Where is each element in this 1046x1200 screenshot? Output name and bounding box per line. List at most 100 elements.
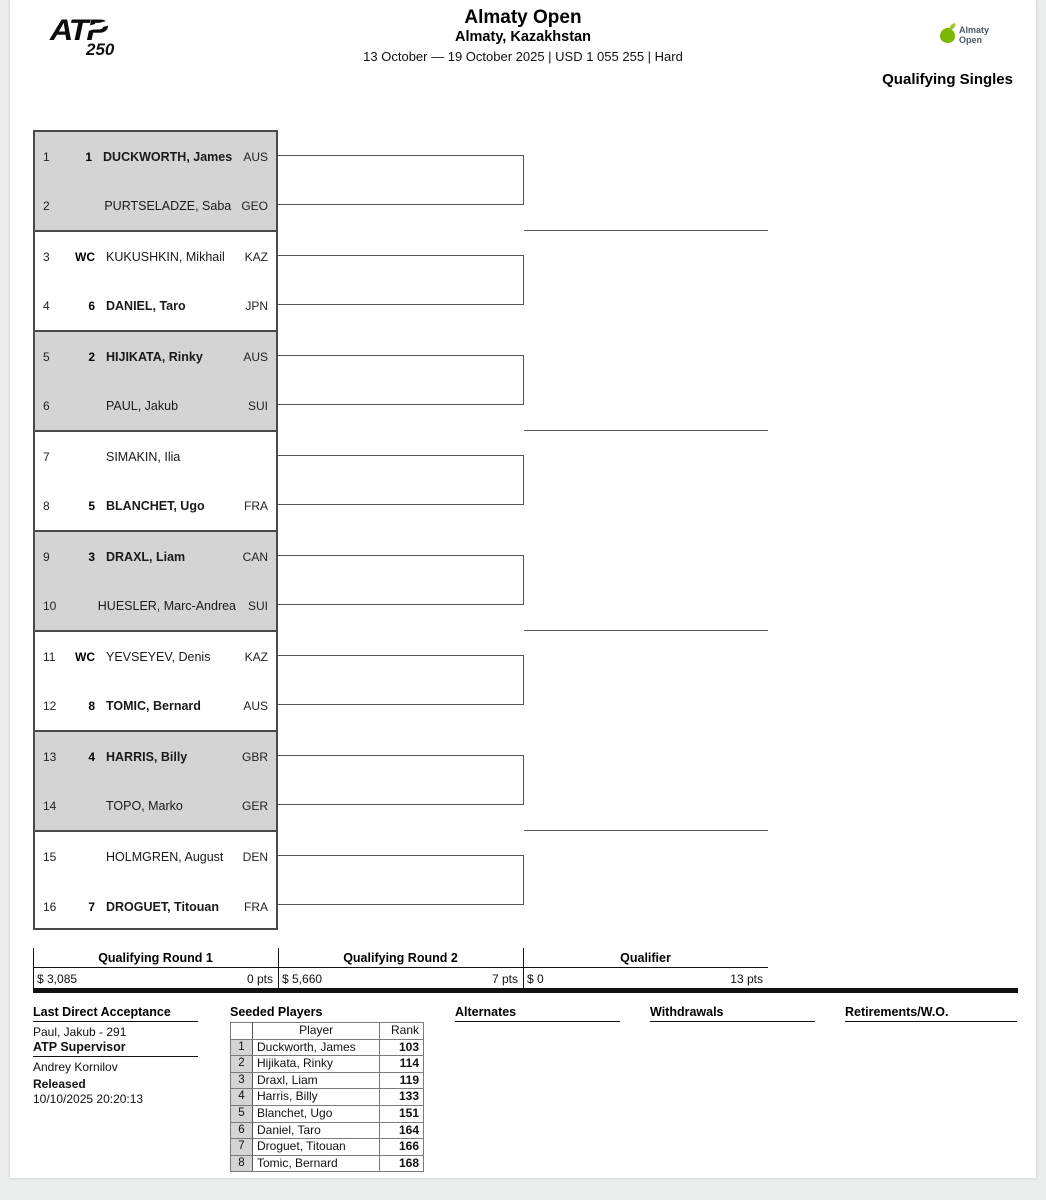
draw-row-country: FRA: [244, 499, 268, 513]
last-direct-acceptance-section: Last Direct Acceptance Paul, Jakub - 291…: [33, 1005, 198, 1106]
draw-row-player-name[interactable]: YEVSEYEV, Denis: [106, 650, 211, 664]
r1-bracket-connector: [278, 455, 524, 505]
draw-row-country: KAZ: [244, 250, 268, 264]
draw-row-country: KAZ: [244, 650, 268, 664]
draw-row-player-name[interactable]: DUCKWORTH, James: [103, 150, 233, 164]
round-column-divider: [278, 948, 279, 988]
seed-rank: 133: [379, 1088, 424, 1106]
draw-row-position: 16: [43, 900, 57, 914]
draw-row-player-name[interactable]: SIMAKIN, Ilia: [106, 450, 181, 464]
round-column-divider: [33, 948, 34, 988]
draw-row-player-name[interactable]: HIJIKATA, Rinky: [106, 350, 203, 364]
round-bar-rule: [33, 967, 768, 968]
tournament-location: Almaty, Kazakhstan: [455, 29, 591, 45]
round-title: Qualifier: [620, 951, 671, 965]
almaty-open-logo-text: Almaty Open: [959, 25, 989, 45]
draw-row-player-name[interactable]: BLANCHET, Ugo: [106, 499, 205, 513]
lda-heading: Last Direct Acceptance: [33, 1005, 198, 1022]
seed-rank: 114: [379, 1055, 424, 1073]
draw-row-country: GBR: [241, 750, 268, 764]
supervisor-name: Andrey Kornilov: [33, 1060, 118, 1074]
draw-row-seed: 2: [88, 350, 95, 364]
draw-row-player-name[interactable]: DROGUET, Titouan: [106, 900, 219, 914]
r2-bracket-line: [524, 830, 768, 831]
retirements-section: Retirements/W.O.: [845, 1005, 1017, 1022]
retirements-heading: Retirements/W.O.: [845, 1005, 1017, 1022]
draw-row-seed: 8: [88, 699, 95, 713]
round-title: Qualifying Round 1: [98, 951, 213, 965]
round-prize-money: $ 3,085: [37, 972, 78, 986]
draw-row-player-name[interactable]: DANIEL, Taro: [106, 299, 186, 313]
draw-row-player-name[interactable]: KUKUSHKIN, Mikhail: [106, 250, 225, 264]
r1-bracket-connector: [278, 655, 524, 705]
tournament-details: 13 October — 19 October 2025 | USD 1 055…: [363, 49, 683, 64]
r1-bracket-connector: [278, 255, 524, 305]
draw-row-player-name[interactable]: TOPO, Marko: [106, 799, 183, 813]
seed-rank: 164: [379, 1121, 424, 1140]
draw-row-player-name[interactable]: PURTSELADZE, Saba: [104, 199, 232, 213]
logo-line-2: Open: [959, 35, 983, 45]
draw-row-position: 2: [43, 199, 50, 213]
round-title: Qualifying Round 2: [343, 951, 458, 965]
draw-row[interactable]: 7 SIMAKIN, Ilia: [35, 432, 276, 482]
round-prize-money: $ 5,660: [282, 972, 323, 986]
draw-row-country: CAN: [242, 550, 268, 564]
released-heading: Released: [33, 1077, 86, 1091]
draw-row-position: 7: [43, 450, 50, 464]
draw-row-seed: 3: [88, 550, 95, 564]
almaty-open-logo: Almaty Open: [940, 22, 1020, 50]
withdrawals-section: Withdrawals: [650, 1005, 815, 1022]
draw-row-player-name[interactable]: PAUL, Jakub: [106, 399, 179, 413]
draw-row-player-name[interactable]: HOLMGREN, August: [106, 850, 224, 864]
released-value: 10/10/2025 20:20:13: [33, 1092, 144, 1106]
r1-bracket-connector: [278, 855, 524, 905]
seed-rank: 103: [379, 1038, 424, 1057]
draw-row-position: 1: [43, 150, 50, 164]
draw-row-seed: 1: [85, 150, 93, 164]
draw-row-player-name[interactable]: TOMIC, Bernard: [106, 699, 201, 713]
supervisor-heading: ATP Supervisor: [33, 1040, 198, 1057]
seed-index: 5: [230, 1104, 253, 1123]
draw-row-seed: 6: [88, 299, 95, 313]
seed-player: Draxl, Liam: [251, 1071, 381, 1090]
seed-rank: 166: [379, 1138, 424, 1156]
draw-row-position: 10: [43, 599, 57, 613]
footer-divider: [33, 988, 1018, 993]
draw-row-seed: 4: [88, 750, 95, 764]
draw-row-player-name[interactable]: HARRIS, Billy: [106, 750, 188, 764]
draw-row-player-name[interactable]: DRAXL, Liam: [106, 550, 186, 564]
alternates-heading: Alternates: [455, 1005, 620, 1022]
draw-row-position: 5: [43, 350, 50, 364]
atp-logo-text: ATP: [49, 14, 108, 47]
seed-rank: 151: [379, 1104, 424, 1123]
alternates-section: Alternates: [455, 1005, 620, 1022]
seed-index: 2: [230, 1055, 253, 1073]
draw-row-player-name[interactable]: HUESLER, Marc-Andrea: [97, 599, 237, 613]
withdrawals-heading: Withdrawals: [650, 1005, 815, 1022]
